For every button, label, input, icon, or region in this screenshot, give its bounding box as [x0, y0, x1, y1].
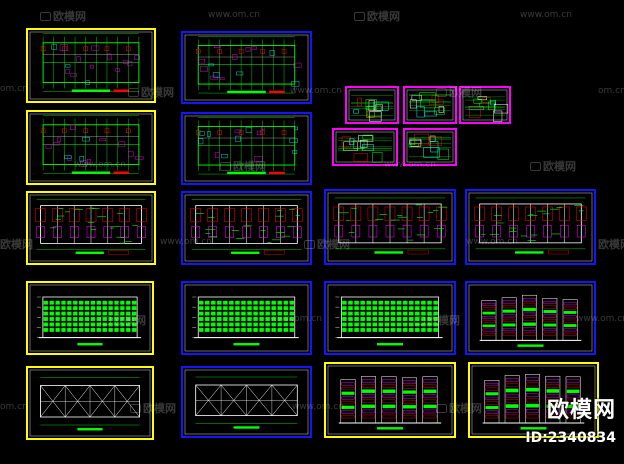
- unit-plan-sheet-3-drawing: [327, 192, 453, 262]
- unit-plan-sheet-1-drawing: [29, 194, 153, 262]
- section-sheet-2-drawing: [327, 365, 453, 435]
- unit-plan-sheet-3: [324, 189, 456, 265]
- detail-sheet-2-drawing: [406, 89, 454, 121]
- watermark-row1-d: www.om.cn: [520, 10, 572, 20]
- floor-plan-sheet-1: [26, 28, 156, 103]
- roof-plan-sheet-1-drawing: [29, 369, 151, 437]
- unit-plan-sheet-1: [26, 191, 156, 265]
- elevation-sheet-1: [26, 281, 154, 355]
- elevation-sheet-2-drawing: [184, 284, 309, 352]
- unit-plan-sheet-4-drawing: [468, 192, 593, 262]
- roof-plan-sheet-1: [26, 366, 154, 440]
- section-sheet-3-drawing: [471, 365, 596, 435]
- detail-sheet-4: [332, 128, 398, 166]
- section-sheet-1-drawing: [468, 284, 593, 352]
- elevation-sheet-3-drawing: [327, 284, 453, 352]
- floor-plan-sheet-2-drawing: [184, 34, 309, 101]
- logo-icon: [40, 12, 51, 21]
- detail-sheet-3-drawing: [462, 89, 509, 122]
- floor-plan-sheet-3: [26, 110, 156, 185]
- unit-plan-sheet-2-drawing: [184, 194, 309, 262]
- detail-sheet-3: [459, 86, 511, 124]
- detail-sheet-1-drawing: [348, 89, 396, 122]
- section-sheet-3: [468, 362, 599, 438]
- detail-sheet-5-drawing: [406, 131, 454, 163]
- image-id-label: ID:2340834: [525, 430, 616, 446]
- section-sheet-2: [324, 362, 456, 438]
- watermark-row2-a: om.cn: [0, 84, 28, 94]
- detail-sheet-2: [403, 86, 457, 124]
- unit-plan-sheet-2: [181, 191, 312, 265]
- watermark-row1-c: 欧模网: [354, 8, 400, 24]
- elevation-sheet-3: [324, 281, 456, 355]
- elevation-sheet-1-drawing: [29, 284, 151, 352]
- roof-plan-sheet-2-drawing: [184, 369, 309, 435]
- logo-icon: [354, 12, 365, 21]
- corner-brand-logo: 欧模网: [546, 398, 616, 423]
- floor-plan-sheet-4-drawing: [184, 115, 309, 182]
- watermark-row4-e: 欧模网: [598, 238, 624, 251]
- roof-plan-sheet-2: [181, 366, 312, 438]
- watermark-row1-b: www.om.cn: [208, 10, 260, 20]
- logo-icon: [530, 162, 541, 171]
- watermark-row2-e: om.cn: [598, 86, 624, 96]
- floor-plan-sheet-3-drawing: [29, 113, 153, 182]
- watermark-row1-a: 欧模网: [40, 8, 86, 24]
- floor-plan-sheet-4: [181, 112, 312, 185]
- watermark-row3-d: 欧模网: [530, 158, 576, 174]
- floor-plan-sheet-2: [181, 31, 312, 104]
- detail-sheet-4-drawing: [335, 131, 395, 163]
- section-sheet-1: [465, 281, 596, 355]
- detail-sheet-5: [403, 128, 457, 166]
- watermark-row6-a: om.cn: [0, 402, 28, 412]
- elevation-sheet-2: [181, 281, 312, 355]
- detail-sheet-1: [345, 86, 399, 124]
- floor-plan-sheet-1-drawing: [29, 31, 153, 100]
- unit-plan-sheet-4: [465, 189, 596, 265]
